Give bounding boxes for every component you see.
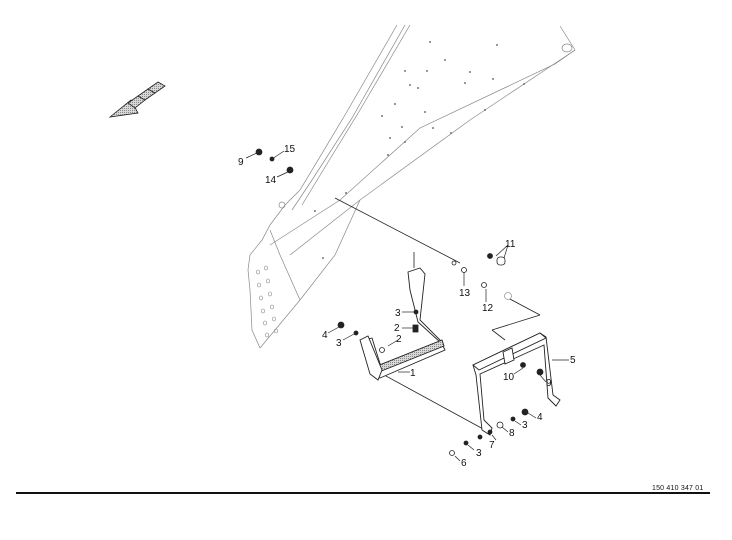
direction-arrow-icon	[108, 81, 166, 118]
callout-10: 10	[503, 372, 515, 383]
callout-9: 9	[238, 157, 244, 168]
callout-7: 7	[489, 440, 495, 451]
callout-leaders	[245, 150, 569, 462]
callout-1: 1	[410, 368, 416, 379]
callout-5: 5	[570, 355, 576, 366]
callout-14: 14	[265, 175, 277, 186]
callout-15: 15	[284, 144, 296, 155]
frame-holes	[314, 41, 525, 259]
footer-rule	[16, 492, 710, 494]
machine-frame	[247, 24, 576, 349]
step-ladder	[359, 267, 446, 381]
hardware	[255, 148, 544, 456]
callout-11: 11	[505, 239, 516, 250]
callout-13: 13	[459, 288, 471, 299]
callout-4: 4	[537, 412, 543, 423]
step-frame	[472, 332, 561, 436]
callout-2: 2	[394, 323, 400, 334]
callout-9: 9	[546, 378, 552, 389]
callout-2: 2	[396, 334, 402, 345]
side-plate-holes	[256, 265, 278, 338]
assembly-lines	[334, 197, 541, 431]
callout-6: 6	[461, 458, 467, 469]
callout-3: 3	[522, 420, 528, 431]
callout-labels: 9 15 14 11 13 12 3 2 4 3 2 1 5 10 9 4 3 …	[238, 144, 576, 469]
callout-12: 12	[482, 303, 494, 314]
callout-8: 8	[509, 428, 515, 439]
callout-4: 4	[322, 330, 328, 341]
callout-3: 3	[395, 308, 401, 319]
callout-3: 3	[336, 338, 342, 349]
document-number: 150 410 347 01	[652, 485, 704, 492]
callout-3: 3	[476, 448, 482, 459]
